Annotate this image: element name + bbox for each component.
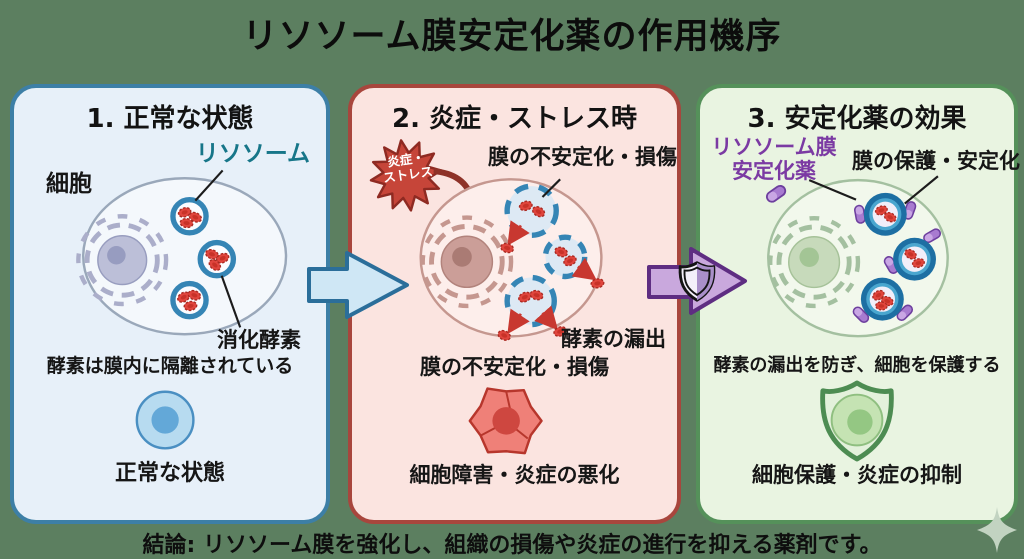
damaged-cell-icon — [468, 387, 543, 455]
lysosome-protected-3 — [850, 277, 915, 325]
panel3-status: 細胞保護・炎症の抑制 — [752, 463, 962, 487]
panel-normal-state: 1. 正常な状態 リソソーム 細胞 消化酵素 酵素は膜内に隔離されている 正常な… — [10, 84, 330, 524]
panel-inflammation-stress: 2. 炎症・ストレス時 炎症・ ストレス 膜の不安定化・損傷 酵素の漏出 膜の不… — [348, 84, 681, 524]
lysosome-protected-1 — [853, 192, 918, 236]
inflammation-starburst-icon — [369, 139, 443, 212]
enzyme-leak-label: 酵素の漏出 — [561, 327, 666, 351]
digestive-enzyme-label: 消化酵素 — [217, 328, 301, 352]
membrane-damage-label: 膜の不安定化・損傷 — [488, 145, 677, 169]
lysosome-intact-1 — [170, 196, 209, 236]
panel3-description: 酵素の漏出を防ぎ、細胞を保護する — [713, 355, 1001, 376]
shield-arrow-icon — [647, 247, 747, 315]
lysosome-label: リソソーム — [195, 141, 310, 167]
membrane-damage-caption: 膜の不安定化・損傷 — [420, 355, 609, 379]
page-title: リソソーム膜安定化薬の作用機序 — [242, 17, 782, 57]
sparkle-icon — [977, 507, 1017, 553]
panel3-heading: 3. 安定化薬の効果 — [747, 104, 967, 134]
membrane-protection-label: 膜の保護・安定化 — [852, 149, 1020, 173]
drug-pill-icon — [764, 182, 789, 205]
nucleus — [440, 235, 494, 289]
endoplasmic-reticulum — [76, 214, 169, 307]
normal-cell-illustration — [76, 169, 288, 450]
damage-pointer-line — [541, 178, 561, 198]
panel1-heading: 1. 正常な状態 — [86, 104, 254, 134]
protected-cell-shield-icon — [820, 380, 894, 462]
right-arrow-icon — [307, 251, 409, 319]
lysosome-pointer-line — [194, 169, 224, 202]
stabilizer-drug-label: リソソーム膜 安定化薬 — [711, 135, 837, 183]
nucleus — [788, 235, 841, 289]
panel1-description: 酵素は膜内に隔離されている — [46, 355, 294, 377]
lysosome-damaged-1 — [499, 183, 559, 255]
normal-cell-icon — [135, 390, 195, 450]
panel-drug-effect: 3. 安定化薬の効果 リソソーム膜 安定化薬 膜の保護・安定化 酵素の漏出を防ぎ… — [696, 84, 1020, 524]
shield-icon — [678, 261, 716, 302]
protected-cell-illustration — [764, 175, 949, 462]
lysosome-intact-3 — [170, 280, 209, 320]
endoplasmic-reticulum — [420, 215, 514, 309]
panel2-status: 細胞障害・炎症の悪化 — [409, 463, 620, 487]
cell-label: 細胞 — [46, 171, 92, 197]
lysosome-protected-2 — [882, 226, 943, 281]
enzyme-pointer-line — [220, 275, 242, 328]
lysosome-intact-2 — [197, 239, 237, 279]
stressed-cell-illustration — [369, 139, 606, 455]
lysosome-damaged-2 — [542, 234, 606, 290]
panel2-heading: 2. 炎症・ストレス時 — [391, 104, 638, 134]
nucleus — [97, 235, 148, 286]
panel1-status: 正常な状態 — [114, 461, 225, 486]
endoplasmic-reticulum — [768, 215, 861, 309]
drug-pointer-line — [808, 179, 857, 201]
protection-pointer-line — [904, 175, 939, 205]
conclusion-text: 結論: リソソーム膜を強化し、組織の損傷や炎症の進行を抑える薬剤です。 — [142, 533, 882, 558]
lysosome-damaged-3 — [495, 274, 569, 343]
